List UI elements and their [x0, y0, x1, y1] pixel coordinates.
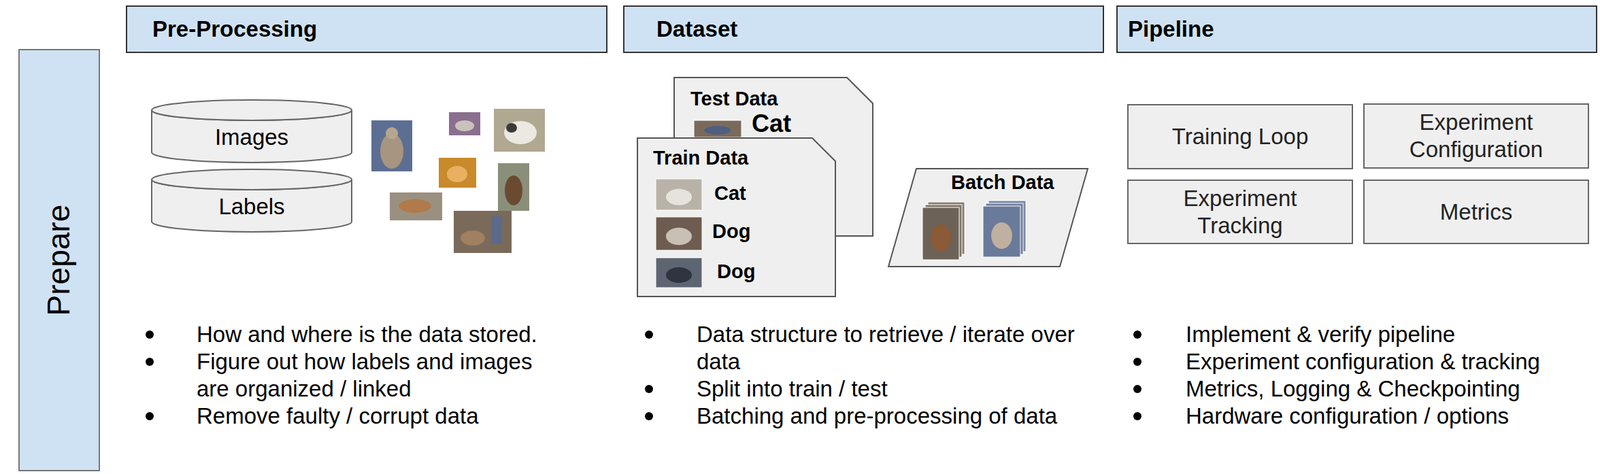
pipeline-box: Training Loop: [1127, 104, 1354, 170]
bullet-dot: [1133, 412, 1142, 421]
text-holder: Cat: [751, 111, 792, 137]
database-cylinder: Images: [151, 100, 353, 164]
text-holder: Dog: [712, 219, 751, 243]
card-outline: [637, 138, 836, 297]
header-title: Dataset: [656, 15, 738, 43]
cylinder-top: [151, 100, 352, 121]
bullet-text: Split into train / test: [696, 375, 1098, 403]
photo: [453, 210, 512, 254]
card-text: Cat: [714, 181, 747, 205]
batch-label: Batch Data: [951, 170, 1055, 194]
pipeline-box: Metrics: [1363, 179, 1590, 245]
pipeline-box: Experiment Configuration: [1363, 103, 1590, 169]
box-label: Experiment Configuration: [1378, 108, 1575, 163]
bullet-dot: [644, 412, 654, 421]
text-holder: Dog: [717, 259, 756, 283]
bullet-text: Figure out how labels and images are org…: [196, 348, 554, 403]
thumbnail-photo: [982, 206, 1021, 258]
photo: [493, 108, 545, 152]
text-holder: Cat: [714, 181, 747, 205]
section-header: Dataset: [623, 5, 1105, 54]
bullet-dot: [1133, 357, 1142, 366]
bullet-list: Implement & verify pipelineExperiment co…: [1185, 321, 1581, 430]
bullet-text: Experiment configuration & tracking: [1185, 348, 1581, 376]
database-cylinder: Labels: [151, 169, 353, 233]
header-title: Pipeline: [1127, 15, 1215, 43]
cylinder-label: Labels: [218, 193, 285, 221]
thumbnail-photo: [655, 217, 703, 251]
bullet-dot: [145, 412, 154, 421]
photo: [389, 192, 443, 221]
bullet-dot: [1133, 385, 1142, 394]
cylinder-label: Images: [214, 123, 289, 152]
box-label: Training Loop: [1172, 123, 1309, 151]
thumbnail-photo: [693, 120, 742, 138]
thumbnail-photo: [922, 207, 960, 260]
text-holder: Test Data: [690, 87, 778, 111]
photo: [497, 163, 530, 211]
photo: [371, 120, 413, 172]
thumbnail-photo: [655, 178, 703, 211]
stage-label: Prepare: [40, 204, 78, 317]
bullet-text: Metrics, Logging & Checkpointing: [1185, 375, 1581, 403]
card-text: Train Data: [653, 146, 749, 170]
bullet-text: Implement & verify pipeline: [1185, 321, 1581, 349]
data-card: Train DataCatDogDog: [636, 137, 837, 298]
text-holder: Batch Data: [951, 170, 1055, 194]
bullet-dot: [145, 357, 154, 366]
bullet-text: Remove faulty / corrupt data: [196, 402, 554, 430]
card-text: Dog: [712, 219, 751, 243]
parallelogram-outline: [888, 168, 1088, 267]
section-header: Pipeline: [1116, 5, 1598, 54]
bullet-list: How and where is the data stored.Figure …: [196, 321, 554, 430]
card-text: Test Data: [690, 87, 778, 111]
stage-band: Prepare: [18, 48, 100, 472]
batch-parallelogram: Batch Data: [887, 168, 1089, 268]
pipeline-box: Experiment Tracking: [1127, 179, 1354, 245]
thumbnail-photo: [655, 257, 703, 288]
bullet-dot: [145, 330, 154, 339]
bullet-text: Hardware configuration / options: [1185, 402, 1581, 430]
header-title: Pre-Processing: [152, 15, 318, 43]
bullet-text: Data structure to retrieve / iterate ove…: [696, 321, 1098, 376]
box-label: Metrics: [1440, 198, 1513, 226]
bullet-text: Batching and pre-processing of data: [696, 402, 1098, 430]
cylinder-top: [151, 169, 352, 190]
box-label: Experiment Tracking: [1142, 185, 1339, 239]
card-text: Cat: [751, 111, 792, 137]
section-header: Pre-Processing: [125, 5, 608, 54]
photo: [438, 157, 477, 188]
bullet-dot: [644, 330, 654, 339]
photo: [448, 112, 481, 136]
bullet-text: How and where is the data stored.: [196, 321, 554, 349]
bullet-dot: [1133, 330, 1142, 339]
text-holder: Train Data: [653, 146, 749, 170]
bullet-dot: [644, 385, 654, 394]
bullet-list: Data structure to retrieve / iterate ove…: [696, 321, 1098, 430]
card-text: Dog: [717, 259, 756, 283]
